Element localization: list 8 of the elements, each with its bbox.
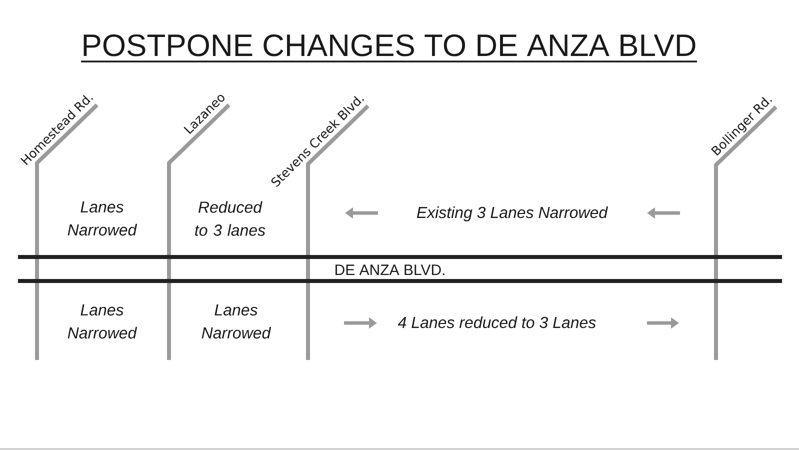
road-name-label: DE ANZA BLVD.	[336, 264, 444, 275]
lane-note: Reduced to 3 lanes	[195, 201, 266, 236]
lane-note: Lanes Narrowed	[202, 304, 272, 339]
lane-note: Lanes Narrowed	[68, 304, 138, 339]
title: POSTPONE CHANGES TO DE ANZA BLVD	[81, 34, 697, 62]
lane-note: Existing 3 Lanes Narrowed	[416, 206, 608, 222]
lane-note: Lanes Narrowed	[68, 201, 138, 236]
lane-note: 4 Lanes reduced to 3 Lanes	[398, 316, 596, 328]
